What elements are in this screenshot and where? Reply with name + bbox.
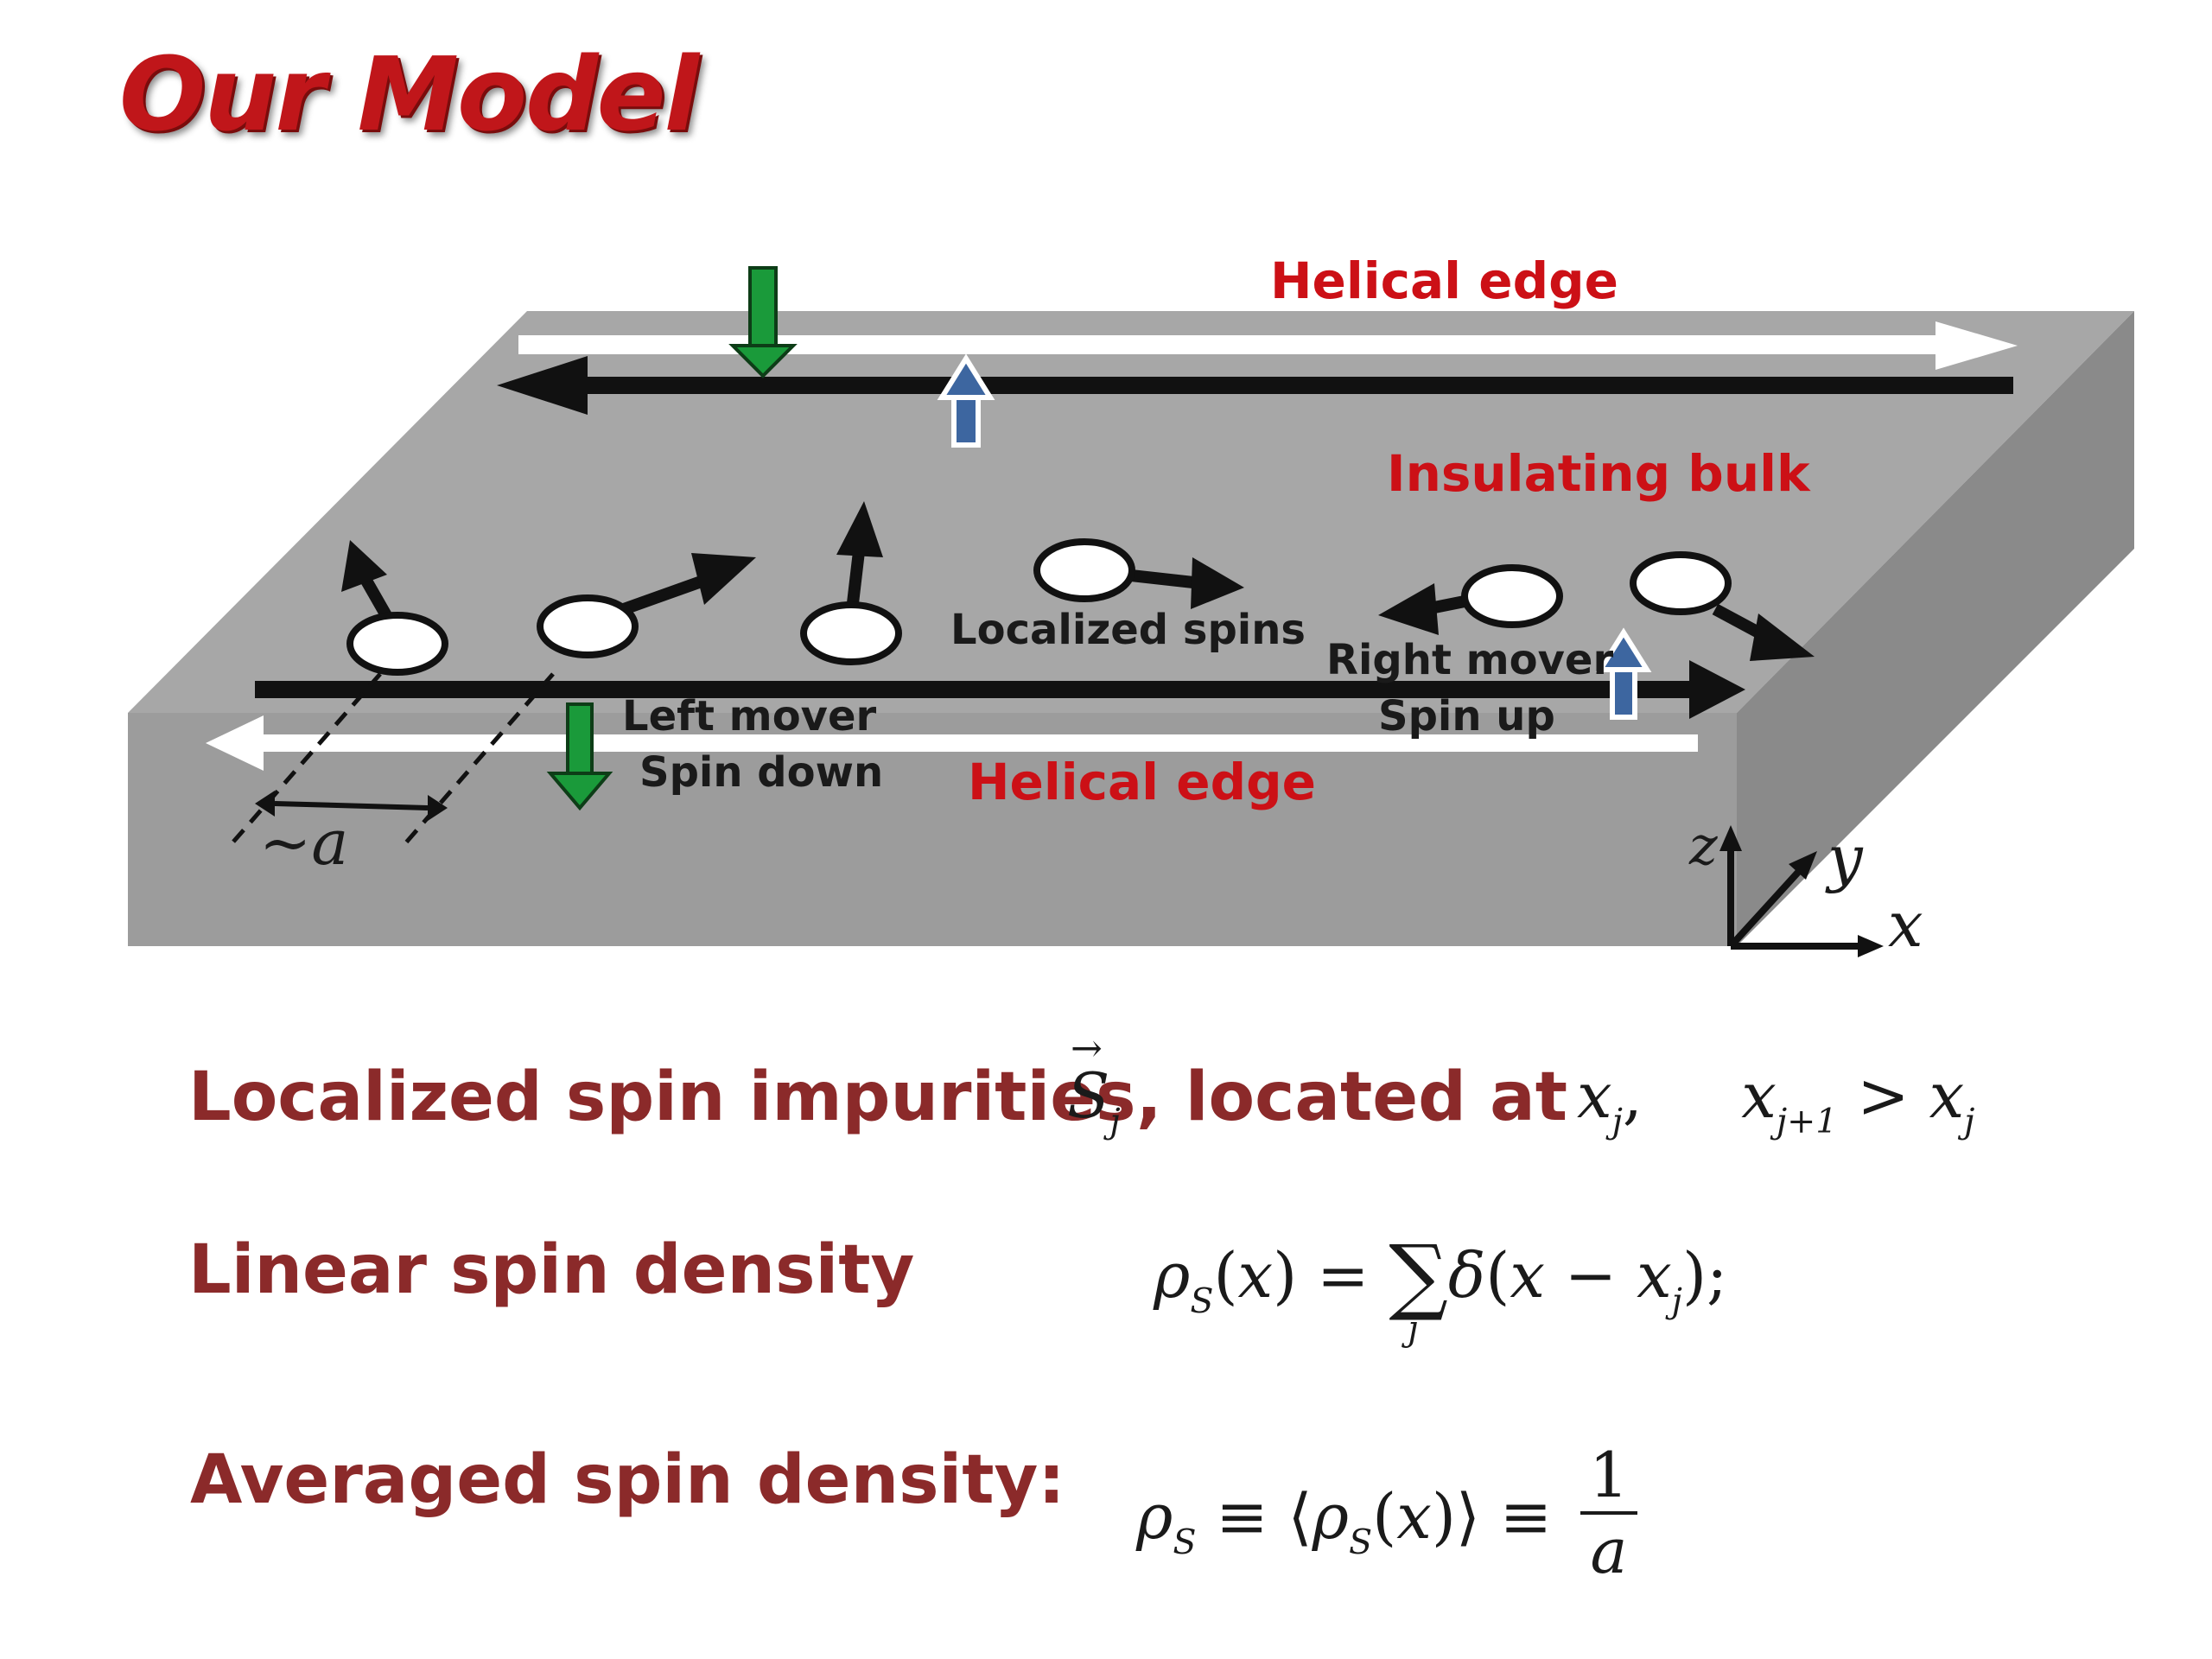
bottom-edge-right-mover-black: [255, 660, 1745, 719]
averaged-density-formula: ρS ≡ ⟨ρS(x)⟩ ≡ 1 a: [1136, 1439, 1637, 1596]
slab-front-face: [128, 713, 1737, 946]
axis-z-label: z: [1688, 814, 1718, 877]
spin-down-arrow-top: [728, 266, 798, 378]
statement-2-text: Linear spin density: [188, 1231, 915, 1309]
right-mover-label: Right mover: [1326, 636, 1613, 684]
statement-1-mid: , located at: [1136, 1058, 1567, 1136]
top-edge-right-mover-white: [518, 321, 2018, 370]
top-helical-edge-label: Helical edge: [1270, 251, 1618, 310]
localized-spin-4: [1033, 538, 1244, 609]
coordinate-axes: [1719, 825, 1884, 957]
spin-vector-symbol: S→j: [1067, 1027, 1121, 1141]
insulating-bulk-label: Insulating bulk: [1387, 444, 1811, 503]
spin-up-arrow-bottom: [1595, 627, 1652, 720]
localized-spin-5: [1378, 564, 1563, 635]
localized-spin-3: [800, 501, 902, 665]
spin-up-label: Spin up: [1378, 692, 1555, 741]
statement-linear-density: Linear spin density: [188, 1231, 914, 1309]
statement-3-text: Averaged spin density:: [190, 1441, 1065, 1519]
localized-spin-1: [341, 540, 448, 676]
statement-localized-spins: Localized spin impurities: [188, 1058, 1136, 1136]
axis-x-label: x: [1888, 888, 1923, 961]
statement-1-mid-text: , located at: [1136, 1058, 1568, 1136]
spin-down-label: Spin down: [639, 748, 883, 797]
localized-spin-2: [537, 553, 756, 658]
bottom-helical-edge-label: Helical edge: [968, 753, 1316, 811]
localized-spin-6: [1630, 551, 1815, 661]
position-formula: xj, xj+1 > xj: [1577, 1059, 1975, 1141]
spin-up-arrow-top: [937, 353, 995, 448]
bottom-edge-left-mover-white: [206, 715, 1698, 771]
localized-spins-label: Localized spins: [950, 606, 1306, 654]
slide-title: Our Model: [119, 35, 699, 154]
spacing-label: ~a: [259, 806, 348, 879]
statement-averaged-density: Averaged spin density:: [190, 1441, 1065, 1519]
left-mover-label: Left mover: [622, 692, 877, 741]
statement-1-text: Localized spin impurities: [188, 1058, 1136, 1136]
lattice-spacing-indicator: [227, 672, 555, 849]
top-edge-left-mover-black: [497, 356, 2013, 415]
spin-down-arrow-bottom: [546, 702, 613, 811]
axis-y-label: y: [1825, 822, 1864, 894]
slab-side-face: [1737, 311, 2134, 946]
